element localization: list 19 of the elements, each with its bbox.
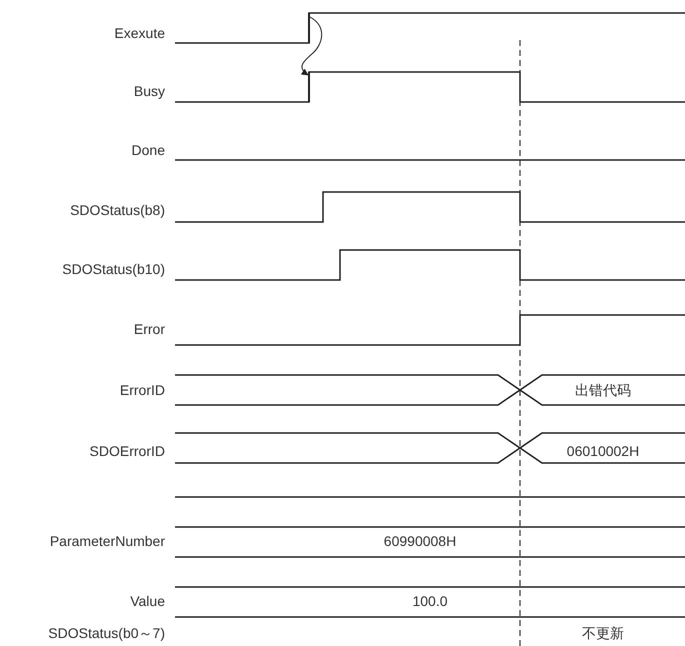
signal-name: Busy [134, 83, 165, 99]
signal-name: SDOStatus(b10) [62, 261, 165, 277]
signal-edge [308, 72, 310, 102]
signal-name: Exexute [114, 25, 165, 41]
bus-value: 不更新 [582, 625, 624, 641]
signal-name: Error [134, 321, 165, 337]
bus-value: 100.0 [412, 593, 448, 609]
signal-name: SDOErrorID [90, 443, 165, 459]
signal-name: SDOStatus(b0～7) [48, 625, 165, 641]
signal-name: Done [132, 142, 165, 158]
arrow [300, 16, 322, 76]
signal-edge [308, 13, 310, 43]
signal-name: ParameterNumber [50, 533, 165, 549]
bus-value: 06010002H [566, 443, 640, 459]
signal-name: Value [130, 593, 165, 609]
signal-name: SDOStatus(b8) [70, 202, 165, 218]
bus-value: 60990008H [384, 533, 456, 549]
signal-name: ErrorID [120, 382, 165, 398]
bus-value: 出错代码 [575, 382, 631, 398]
